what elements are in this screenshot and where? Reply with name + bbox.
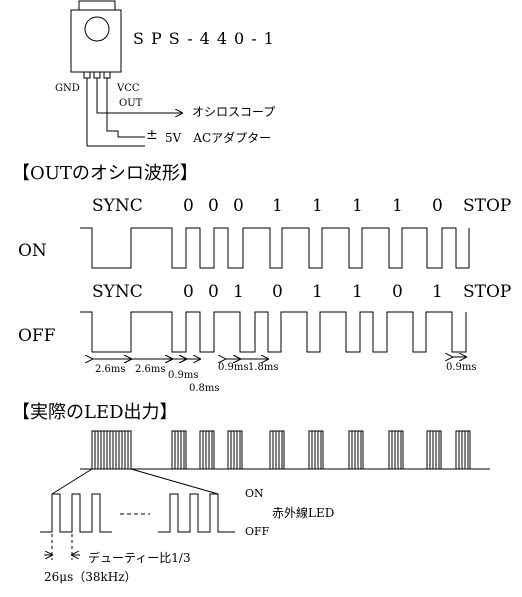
off-sync-label: SYNC xyxy=(92,282,143,302)
period-guides xyxy=(51,534,73,560)
carrier-period-label: 26μs（38kHz） xyxy=(44,570,137,584)
bit-value: 1 xyxy=(272,196,283,216)
on-row-label: ON xyxy=(18,241,47,261)
led-output-trace xyxy=(80,430,490,470)
timing-sync-high: 2.6ms xyxy=(135,364,166,375)
timing-bit-high-zero: 0.8ms xyxy=(189,383,220,394)
timing-bit-high-one: 1.8ms xyxy=(248,362,279,373)
carrier-wave-right xyxy=(158,493,235,533)
zoom-line-right xyxy=(130,468,219,495)
bit-value: 0 xyxy=(208,282,219,302)
led-output-section-title: 【実際のLED出力】 xyxy=(12,402,178,423)
bit-value: 1 xyxy=(352,282,363,302)
bit-value: 1 xyxy=(392,196,403,216)
zoom-line-left xyxy=(51,468,93,495)
sensor-pin-2 xyxy=(93,71,101,79)
on-sync-label: SYNC xyxy=(92,196,143,216)
part-number-label: SPS-440-1 xyxy=(133,29,281,48)
led-burst xyxy=(308,430,324,470)
duty-ratio-label: デューティー比1/3 xyxy=(88,551,191,565)
on-stop-label: STOP xyxy=(463,196,512,216)
gnd-wire xyxy=(86,78,145,147)
bit-value: 1 xyxy=(233,282,244,302)
led-off-label: OFF xyxy=(245,525,270,538)
off-row-label: OFF xyxy=(18,326,56,346)
carrier-wave-left xyxy=(40,493,112,533)
power-supply-label: 5V ACアダプター xyxy=(165,131,272,145)
bit-value: 1 xyxy=(352,196,363,216)
timing-bit-low-end: 0.9ms xyxy=(446,362,477,373)
led-on-label: ON xyxy=(245,487,264,500)
bit-value: 1 xyxy=(312,196,323,216)
sensor-pin-3 xyxy=(103,71,111,79)
led-burst xyxy=(455,430,471,470)
oscilloscope-label: オシロスコープ xyxy=(192,105,276,119)
led-burst xyxy=(388,430,404,470)
led-burst xyxy=(91,430,132,470)
power-polarity-mark: ± xyxy=(146,127,158,143)
led-burst xyxy=(199,430,215,470)
bit-value: 0 xyxy=(183,196,194,216)
sensor-top-tab xyxy=(78,0,116,11)
gnd-pin-label: GND xyxy=(55,83,80,94)
bit-value: 1 xyxy=(432,282,443,302)
timing-sync-low: 2.6ms xyxy=(95,364,126,375)
led-burst xyxy=(348,430,364,470)
bit-value: 0 xyxy=(432,196,443,216)
on-waveform-trace xyxy=(80,227,470,269)
bit-value: 0 xyxy=(272,282,283,302)
sensor-lens xyxy=(84,16,110,42)
led-burst-group xyxy=(91,430,471,470)
led-burst xyxy=(171,430,187,470)
bit-value: 1 xyxy=(312,282,323,302)
out-waveform-section-title: 【OUTのオシロ波形】 xyxy=(12,163,198,184)
out-wire xyxy=(96,78,182,113)
vcc-pin-label: VCC xyxy=(117,83,140,94)
timing-bit-low-2: 0.9ms xyxy=(218,362,249,373)
sensor-pin-1 xyxy=(83,71,91,79)
off-stop-label: STOP xyxy=(463,282,512,302)
bit-value: 0 xyxy=(208,196,219,216)
zoom-lines xyxy=(51,468,219,495)
timing-bit-low: 0.9ms xyxy=(168,370,199,381)
off-waveform-trace xyxy=(80,311,467,353)
led-burst xyxy=(269,430,285,470)
timing-dimensions xyxy=(92,357,466,359)
bit-value: 0 xyxy=(233,196,244,216)
sensor-wiring xyxy=(86,78,182,147)
infrared-led-label: 赤外線LED xyxy=(272,506,335,520)
out-pin-label: OUT xyxy=(119,98,143,109)
led-burst xyxy=(227,430,243,470)
bit-value: 0 xyxy=(392,282,403,302)
sensor-module xyxy=(70,0,122,79)
bit-value: 0 xyxy=(183,282,194,302)
vcc-wire xyxy=(106,78,145,138)
led-burst xyxy=(426,430,442,470)
